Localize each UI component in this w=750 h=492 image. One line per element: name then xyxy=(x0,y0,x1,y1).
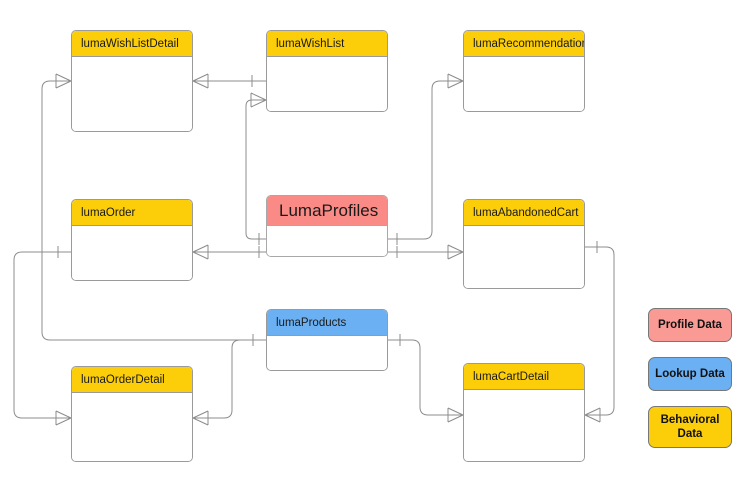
connector-abandonedcart-cartdetail xyxy=(584,241,615,423)
entity-lumarecommendation-body xyxy=(464,57,584,111)
legend-item-profile-data-label: Profile Data xyxy=(658,319,722,331)
connector-profiles-order xyxy=(192,244,266,260)
entity-lumawishlistdetail-body xyxy=(72,57,192,131)
connector-profiles-recommendation xyxy=(388,73,464,245)
entity-lumaorderdetail-body xyxy=(72,393,192,461)
connector-wishlistdetail-products xyxy=(41,73,266,341)
entity-lumaproducts[interactable]: lumaProducts xyxy=(266,309,388,371)
entity-lumawishlist-body xyxy=(267,57,387,111)
connector-profiles-abandonedcart xyxy=(388,244,464,260)
connector-order-orderdetail xyxy=(13,246,72,426)
entity-lumaproducts-title: lumaProducts xyxy=(267,310,387,336)
entity-lumawishlistdetail[interactable]: lumaWishListDetail xyxy=(71,30,193,132)
connector-products-cartdetail xyxy=(388,334,464,423)
entity-lumaprofiles[interactable]: LumaProfiles xyxy=(266,195,388,257)
entity-lumarecommendation-title: lumaRecommendation xyxy=(464,31,584,57)
legend-item-lookup-data-label: Lookup Data xyxy=(655,368,725,380)
entity-lumaprofiles-title: LumaProfiles xyxy=(267,196,387,226)
entity-lumaabandonedcart-title: lumaAbandonedCart xyxy=(464,200,584,226)
entity-lumaabandonedcart-body xyxy=(464,226,584,288)
entity-lumaorder-title: lumaOrder xyxy=(72,200,192,226)
entity-lumaorder[interactable]: lumaOrder xyxy=(71,199,193,281)
entity-lumaproducts-body xyxy=(267,336,387,370)
legend-item-profile-data[interactable]: Profile Data xyxy=(648,308,732,342)
entity-lumacartdetail[interactable]: lumaCartDetail xyxy=(463,363,585,462)
entity-lumaorderdetail[interactable]: lumaOrderDetail xyxy=(71,366,193,462)
entity-lumacartdetail-title: lumaCartDetail xyxy=(464,364,584,390)
connector-profiles-wishlist xyxy=(245,92,267,245)
legend-item-lookup-data[interactable]: Lookup Data xyxy=(648,357,732,391)
entity-lumaorder-body xyxy=(72,226,192,280)
entity-lumarecommendation[interactable]: lumaRecommendation xyxy=(463,30,585,112)
entity-lumawishlist-title: lumaWishList xyxy=(267,31,387,57)
entity-lumaabandonedcart[interactable]: lumaAbandonedCart xyxy=(463,199,585,289)
legend-item-behavioral-data-label: Behavioral Data xyxy=(660,414,720,440)
entity-lumaprofiles-body xyxy=(267,226,387,256)
connector-products-orderdetail xyxy=(192,334,266,426)
entity-lumaorderdetail-title: lumaOrderDetail xyxy=(72,367,192,393)
entity-lumawishlist[interactable]: lumaWishList xyxy=(266,30,388,112)
legend-item-behavioral-data[interactable]: Behavioral Data xyxy=(648,406,732,448)
entity-lumacartdetail-body xyxy=(464,390,584,461)
entity-lumawishlistdetail-title: lumaWishListDetail xyxy=(72,31,192,57)
connector-wishlistdetail-wishlist xyxy=(192,73,266,89)
